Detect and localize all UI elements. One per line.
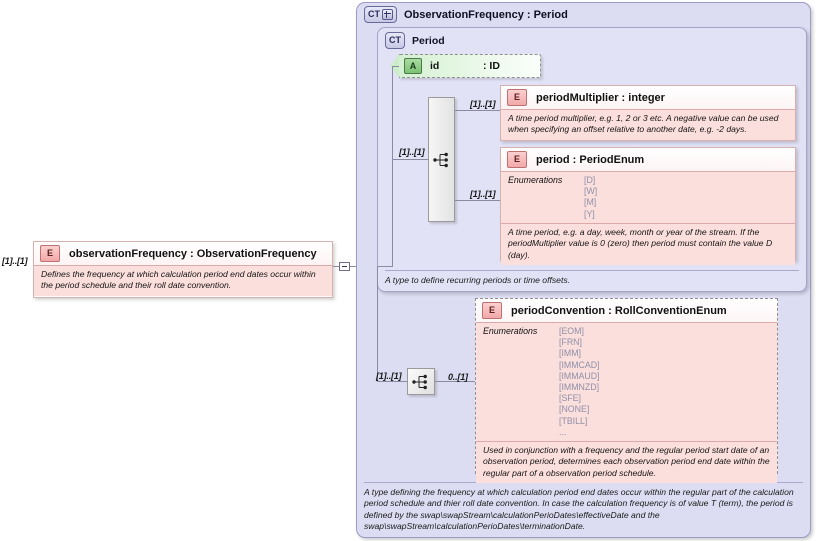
attribute-type-id: : ID bbox=[483, 60, 500, 72]
complextype-description-observation-frequency: A type defining the frequency at which c… bbox=[364, 482, 803, 532]
collapse-minus-icon[interactable] bbox=[339, 262, 350, 271]
element-box-period-convention[interactable]: E periodConvention : RollConventionEnum … bbox=[475, 298, 778, 484]
connector-line bbox=[377, 381, 407, 382]
element-description-period: A time period, e.g. a day, week, month o… bbox=[501, 222, 795, 266]
complextype-badge-icon-period: CT bbox=[385, 32, 405, 49]
element-title-period: period : PeriodEnum bbox=[536, 153, 645, 166]
enumeration-item: [IMMNZD] bbox=[559, 382, 600, 393]
element-box-period-multiplier[interactable]: E periodMultiplier : integer A time peri… bbox=[500, 85, 796, 141]
element-badge-icon: E bbox=[507, 151, 527, 168]
complextype-header-period: CT Period bbox=[385, 32, 445, 49]
cardinality-period-convention: 0..[1] bbox=[448, 372, 468, 382]
enumeration-item: [D] bbox=[584, 175, 596, 185]
enumerations-label: Enumerations bbox=[483, 326, 538, 336]
connector-line bbox=[333, 266, 339, 267]
sequence-icon bbox=[432, 152, 448, 167]
connector-line bbox=[377, 266, 378, 382]
element-header-period-convention: E periodConvention : RollConventionEnum bbox=[476, 299, 777, 322]
element-description-observation-frequency: Defines the frequency at which calculati… bbox=[34, 265, 332, 296]
enumeration-item: [NONE] bbox=[559, 404, 590, 415]
sequence-connector-period-convention[interactable] bbox=[407, 368, 435, 395]
enumeration-item: [M] bbox=[584, 197, 597, 208]
element-badge-icon: E bbox=[507, 89, 527, 106]
attribute-badge-icon: A bbox=[404, 58, 422, 74]
complextype-header-observation-frequency: CT ObservationFrequency : Period bbox=[357, 3, 568, 26]
element-description-period-convention: Used in conjunction with a frequency and… bbox=[476, 441, 777, 484]
complextype-description-period: A type to define recurring periods or ti… bbox=[385, 270, 799, 286]
enumeration-item: [EOM] bbox=[559, 326, 584, 336]
element-header-period: E period : PeriodEnum bbox=[501, 148, 795, 171]
enumeration-item: [Y] bbox=[584, 208, 595, 219]
sequence-icon bbox=[412, 374, 427, 389]
enumeration-item: [IMMAUD] bbox=[559, 370, 600, 381]
connector-line bbox=[455, 200, 500, 201]
connector-line bbox=[455, 110, 500, 111]
enumeration-item: ... bbox=[559, 426, 567, 437]
element-box-observation-frequency[interactable]: E observationFrequency : ObservationFreq… bbox=[33, 241, 333, 298]
enumeration-item: [IMMCAD] bbox=[559, 359, 600, 370]
connector-line bbox=[392, 166, 393, 266]
element-header-period-multiplier: E periodMultiplier : integer bbox=[501, 86, 795, 109]
element-title-period-multiplier: periodMultiplier : integer bbox=[536, 91, 665, 104]
connector-line bbox=[392, 66, 399, 67]
element-description-period-multiplier: A time period multiplier, e.g. 1, 2 or 3… bbox=[501, 109, 795, 140]
connector-line bbox=[392, 66, 393, 166]
complextype-badge-icon: CT bbox=[364, 6, 397, 23]
element-badge-icon: E bbox=[40, 245, 60, 262]
enumerations-list-period-convention: [EOM] [FRN] [IMM] [IMMCAD] [IMMAUD] [IMM… bbox=[559, 326, 600, 438]
cardinality-period: [1]..[1] bbox=[470, 189, 496, 199]
complextype-badge-text-period: CT bbox=[389, 35, 401, 45]
element-title-period-convention: periodConvention : RollConventionEnum bbox=[511, 304, 727, 317]
connector-line bbox=[392, 159, 428, 160]
attribute-box-id[interactable]: A id : ID bbox=[389, 54, 541, 78]
enumeration-item: [IMM] bbox=[559, 348, 581, 359]
connector-line bbox=[377, 266, 393, 267]
connector-line bbox=[435, 381, 475, 382]
enumerations-block-period-convention: Enumerations [EOM] [FRN] [IMM] [IMMCAD] … bbox=[476, 322, 777, 442]
enumeration-item: [TBILL] bbox=[559, 415, 588, 426]
cardinality-sequence-small-in: [1]..[1] bbox=[376, 371, 402, 381]
sequence-connector-period[interactable] bbox=[428, 97, 455, 222]
enumerations-list-period: [D] [W] [M] [Y] bbox=[584, 175, 597, 220]
complextype-badge-text: CT bbox=[368, 9, 380, 19]
element-title-observation-frequency: observationFrequency : ObservationFreque… bbox=[69, 247, 317, 260]
complextype-title-observation-frequency: ObservationFrequency : Period bbox=[404, 8, 568, 21]
expand-plus-icon[interactable] bbox=[382, 9, 393, 20]
element-badge-icon: E bbox=[482, 302, 502, 319]
enumerations-label: Enumerations bbox=[508, 175, 563, 185]
attribute-name-id: id bbox=[430, 60, 440, 72]
element-header-observation-frequency: E observationFrequency : ObservationFreq… bbox=[34, 242, 332, 265]
cardinality-sequence-in: [1]..[1] bbox=[399, 147, 425, 157]
element-box-period[interactable]: E period : PeriodEnum Enumerations [D] [… bbox=[500, 147, 796, 266]
enumeration-item: [SFE] bbox=[559, 393, 581, 404]
enumerations-block-period: Enumerations [D] [W] [M] [Y] bbox=[501, 171, 795, 223]
cardinality-root-element: [1]..[1] bbox=[2, 256, 28, 266]
enumeration-item: [W] bbox=[584, 186, 598, 197]
complextype-title-period: Period bbox=[412, 34, 445, 47]
cardinality-period-multiplier: [1]..[1] bbox=[470, 99, 496, 109]
enumeration-item: [FRN] bbox=[559, 337, 582, 348]
